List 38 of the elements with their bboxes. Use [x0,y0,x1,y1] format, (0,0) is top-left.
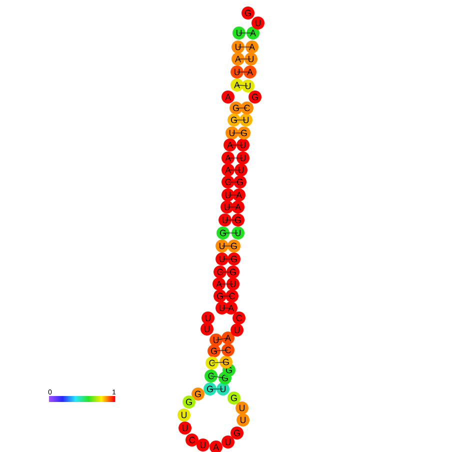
node-label: U [213,336,219,344]
node-label: G [230,268,236,276]
node-label: A [225,154,231,162]
base-pair-line [226,206,238,208]
node-label: U [235,44,241,50]
node-label: U [200,442,206,448]
base-pair-line [238,32,254,34]
node-label: U [224,204,230,210]
base-pair-line [232,132,244,134]
node-label: A [228,304,234,312]
node-label: G [210,348,217,354]
node-label: G [232,104,239,112]
node-label: A [236,192,242,198]
base-pair-line [238,46,252,48]
node-label: A [235,56,241,62]
node-label: C [225,346,231,354]
base-pair-line [230,144,244,146]
node-label: U [219,304,225,312]
node-label: U [225,192,231,198]
base-pair-line [222,258,234,260]
node-label: A [235,204,241,210]
node-label: C [189,436,195,444]
base-pair-line [214,350,228,352]
base-pair-line [210,388,224,390]
base-pair-line [238,58,252,60]
node-label: C [244,104,250,112]
node-label: U [230,280,236,288]
base-pair-line [212,362,226,364]
node-label: U [205,314,211,322]
node-label: C [225,178,231,186]
node-label: A [225,166,231,174]
base-pair-line [210,376,226,378]
node-label: A [225,334,231,342]
node-label: U [204,326,210,332]
base-pair-line [236,84,248,86]
base-pair-line [222,232,238,234]
base-pair-line [216,338,228,340]
base-pair-line [228,194,240,196]
